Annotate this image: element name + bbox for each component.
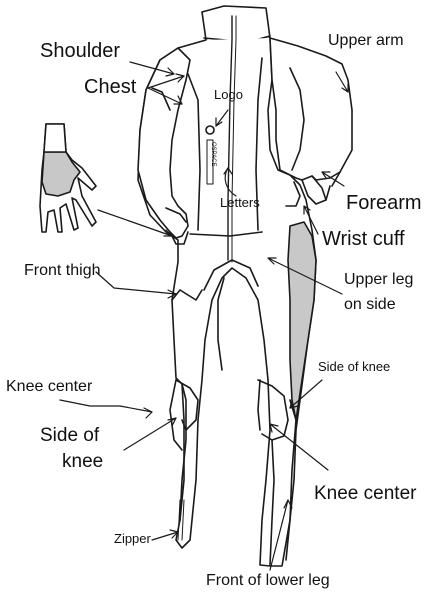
- label-front-of-lower-leg: Front of lower leg: [206, 572, 330, 590]
- label-zipper: Zipper: [114, 532, 151, 546]
- label-logo: Logo: [214, 88, 243, 102]
- label-front-thigh: Front thigh: [24, 262, 100, 280]
- label-shoulder: Shoulder: [40, 40, 120, 62]
- label-side-of-knee-left-line2: knee: [62, 452, 103, 473]
- label-knee-center-right: Knee center: [314, 484, 416, 505]
- label-side-of-knee-right: Side of knee: [318, 360, 390, 374]
- label-upper-arm: Upper arm: [328, 32, 404, 50]
- brand-letters: OSPACE: [210, 142, 216, 167]
- label-side-of-knee-left-line1: Side of: [40, 426, 99, 447]
- right-arm: [270, 38, 352, 180]
- label-chest: Chest: [84, 76, 136, 98]
- label-wrist-cuff: Wrist cuff: [322, 228, 405, 250]
- glove-drawing: [40, 124, 96, 232]
- label-letters: Letters: [220, 196, 260, 210]
- label-upper-leg-line2: on side: [344, 296, 396, 314]
- label-forearm: Forearm: [346, 192, 422, 214]
- label-upper-leg-line1: Upper leg: [344, 271, 413, 289]
- label-knee-center-left: Knee center: [6, 378, 92, 396]
